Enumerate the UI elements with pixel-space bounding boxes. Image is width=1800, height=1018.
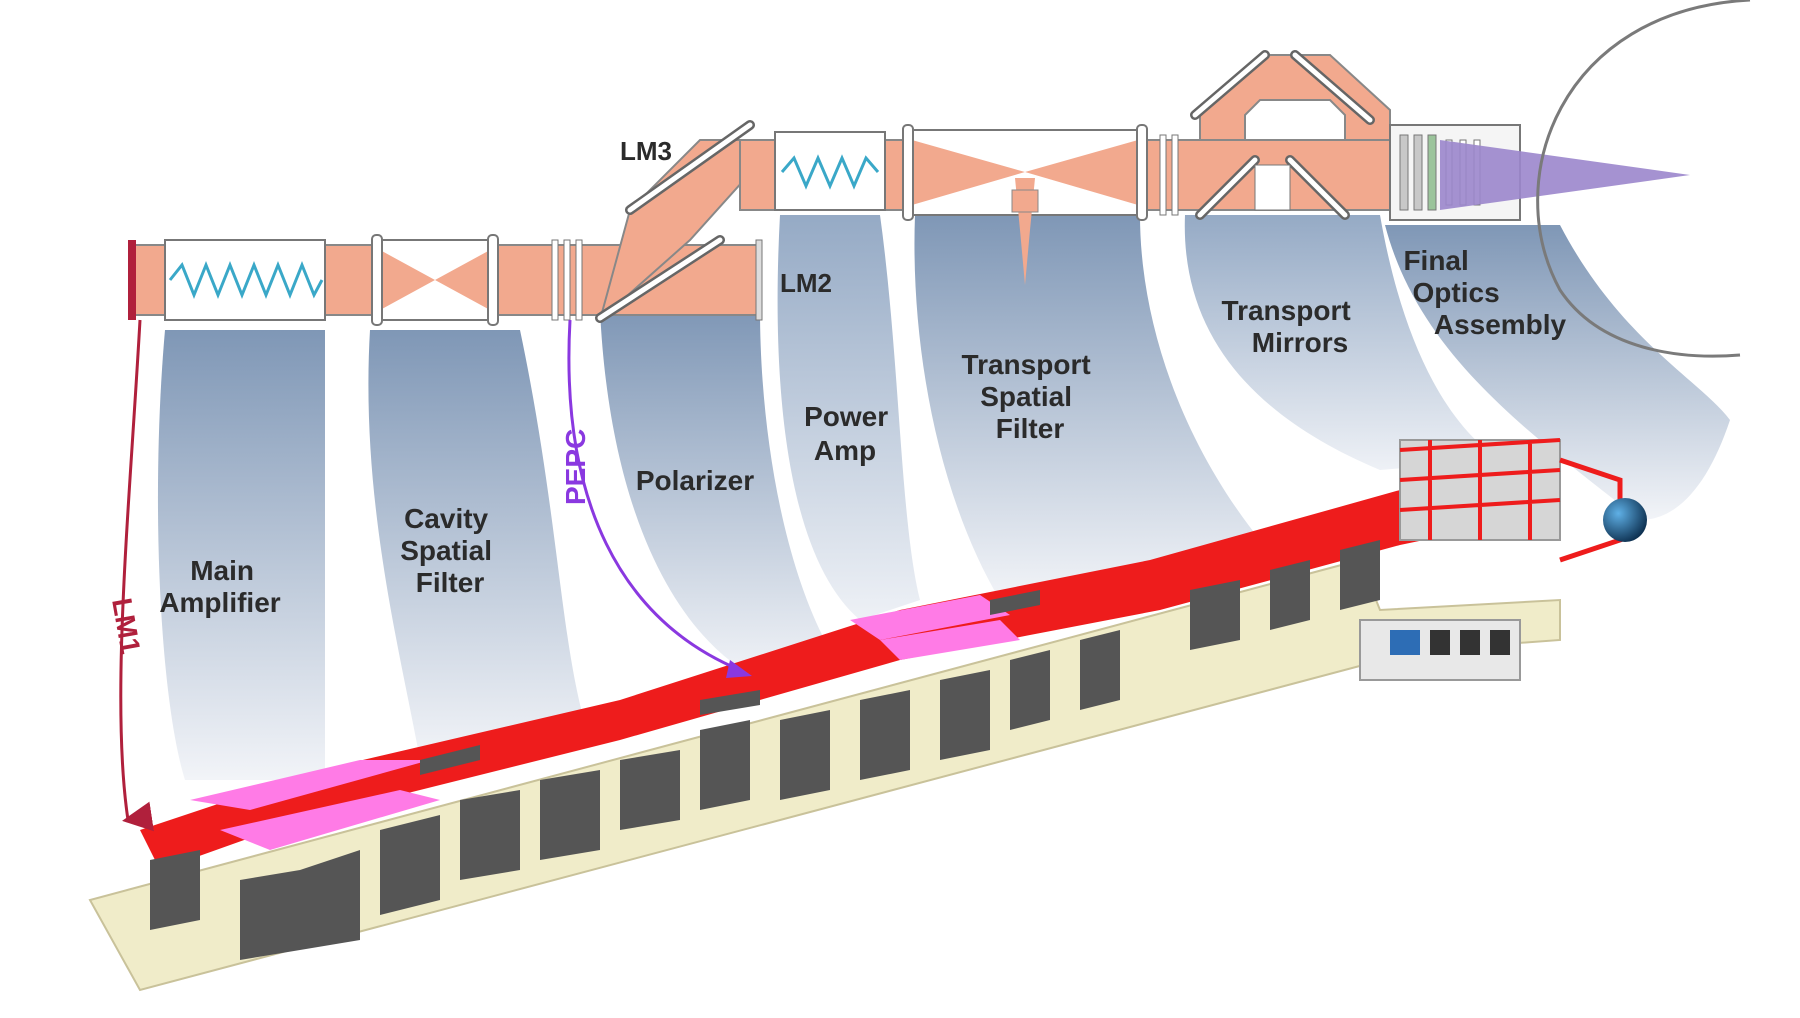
main-amplifier-coil [168,260,324,300]
lm2-mirror [755,239,763,321]
power-amp-box [774,131,886,211]
fan-cavity-filter [368,330,590,760]
cavity-spatial-filter-label: Cavity Spatial Filter [400,503,500,598]
amplifier-pink-4 [880,620,1020,660]
power-amp-coil [780,154,880,190]
transport-mirrors-periscope [1199,54,1391,141]
transport-mirrors-label: Transport Mirrors [1222,295,1359,358]
fan-main-amplifier [157,330,325,780]
polarizer-label: Polarizer [636,465,754,496]
amplifier-pink-3 [850,595,1010,640]
lm2-label: LM2 [780,268,832,298]
fan-panels [157,215,1730,780]
lm1-label: LM1 [106,596,146,657]
pepc-plate-3 [575,239,583,321]
power-amp-label: Power Amp [804,401,896,466]
laser-bay-red [140,470,1520,870]
pepc-arrowhead [726,660,752,678]
lm3-label: LM3 [620,136,672,166]
support-blocks [150,540,1380,960]
pepc-label: PEPC [560,429,591,505]
labels: LM3 LM2 LM1 PEPC Main Amplifier Cavity S… [106,136,1566,656]
building [88,438,1647,992]
target-chamber-sphere [1603,498,1647,542]
lm1-arrow [119,319,154,832]
amplifier-pink-2 [220,790,440,850]
transport-spatial-filter-label: Transport Spatial Filter [962,349,1099,444]
main-amplifier-label: Main Amplifier [159,555,280,618]
pepc-plate-2 [563,239,571,321]
fan-transport-filter [914,215,1260,600]
pepc-plate-1 [551,239,559,321]
target-chamber-arc [1536,0,1751,358]
amplifier-pink-1 [190,760,430,810]
fan-final-optics [1385,225,1730,520]
target-area [1359,438,1647,681]
fan-polarizer [600,310,830,680]
pepc-arrow [567,319,741,672]
fan-power-amp [777,215,920,620]
final-optics-cone [1440,140,1690,210]
lm1-mirror [128,240,136,320]
final-optics-assembly-label: Final Optics Assembly [1403,245,1566,340]
main-amplifier-box [164,239,326,321]
fan-transport-mirrors [1184,215,1500,470]
beamline-schematic [128,0,1751,358]
